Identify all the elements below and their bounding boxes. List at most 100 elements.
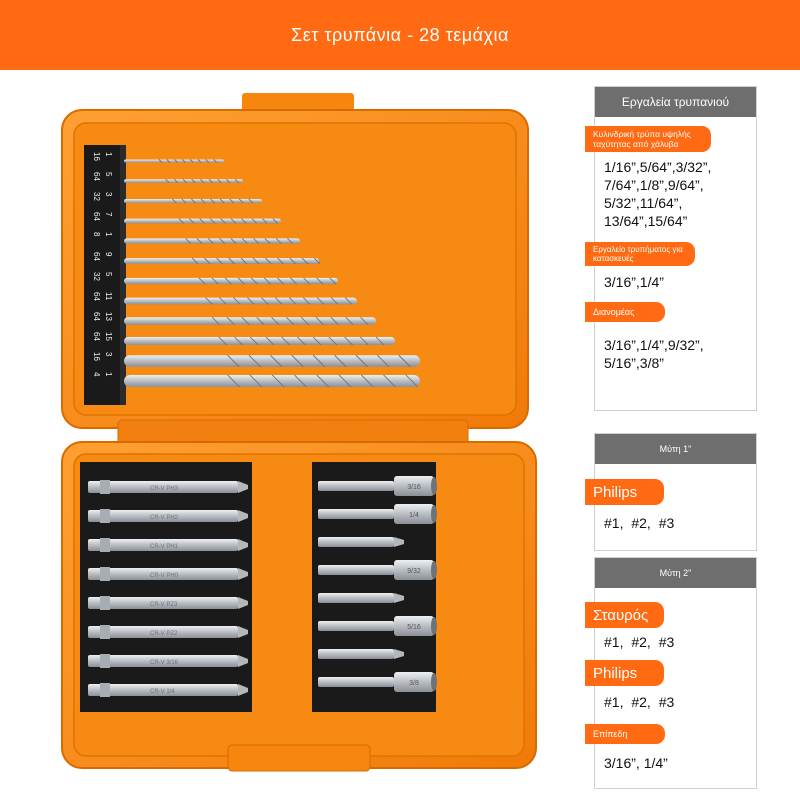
masonry-drill-sizes: 3/16”,1/4” bbox=[604, 274, 664, 290]
drill-size-label: 764 bbox=[92, 212, 113, 221]
drill-flutes bbox=[218, 336, 385, 346]
bit-marking: CR-V PH3 bbox=[150, 486, 179, 492]
drill-flutes bbox=[198, 277, 337, 285]
svg-text:1: 1 bbox=[104, 232, 113, 237]
svg-text:5: 5 bbox=[104, 172, 113, 177]
bit-2in-flat-sizes: 3/16”, 1/4” bbox=[604, 755, 668, 771]
drill-flutes bbox=[227, 374, 419, 388]
bit-marking: CR-V PZ3 bbox=[150, 602, 178, 608]
bit-marking: CR-V PH0 bbox=[150, 573, 179, 579]
screwdriver-bit: CR-V PZ2 bbox=[88, 625, 248, 639]
bit-2in-header: Μύτη 2" bbox=[595, 558, 756, 588]
drill-size-label: 18 bbox=[92, 232, 113, 237]
bit-1in-philips-sizes: #1, #2, #3 bbox=[604, 515, 675, 531]
svg-text:64: 64 bbox=[92, 332, 101, 341]
drill-bit bbox=[124, 159, 224, 163]
svg-text:16: 16 bbox=[92, 152, 101, 161]
svg-text:64: 64 bbox=[92, 172, 101, 181]
bit-2in-philips-label: Philips bbox=[585, 660, 664, 686]
bit-marking: CR-V 3/16 bbox=[150, 660, 179, 666]
bit-2in-flat-label: Επίπεδη bbox=[585, 724, 665, 744]
drill-bit bbox=[124, 355, 420, 367]
bit-marking: CR-V PZ2 bbox=[150, 631, 178, 637]
drill-flutes bbox=[191, 257, 321, 265]
drill-bit bbox=[124, 317, 376, 325]
nut-driver-size: 3/16 bbox=[407, 484, 421, 491]
drill-bit bbox=[124, 337, 395, 345]
nut-driver: 1/4 bbox=[318, 504, 437, 524]
svg-text:3: 3 bbox=[104, 352, 113, 357]
svg-text:32: 32 bbox=[92, 192, 101, 201]
svg-text:1: 1 bbox=[104, 372, 113, 377]
screwdriver-bit: CR-V PH0 bbox=[88, 567, 248, 581]
svg-text:32: 32 bbox=[92, 272, 101, 281]
nut-driver-size: 1/4 bbox=[409, 512, 419, 519]
drill-bit bbox=[124, 277, 338, 285]
screwdriver-bit: CR-V PH1 bbox=[88, 538, 248, 552]
nut-driver-size: 3/8 bbox=[409, 680, 419, 687]
drill-flutes bbox=[205, 297, 353, 305]
bit-marking: CR-V PH1 bbox=[150, 544, 179, 550]
svg-text:16: 16 bbox=[92, 352, 101, 361]
svg-text:13: 13 bbox=[104, 312, 113, 321]
screwdriver-bit bbox=[318, 593, 404, 603]
drill-flutes bbox=[178, 218, 278, 224]
bit-rack-right bbox=[312, 462, 436, 712]
svg-text:8: 8 bbox=[92, 232, 101, 237]
screwdriver-bit bbox=[318, 537, 404, 547]
drill-bit bbox=[124, 374, 420, 388]
bit-2in-cross-sizes: #1, #2, #3 bbox=[604, 634, 675, 650]
svg-text:64: 64 bbox=[92, 312, 101, 321]
drill-flutes bbox=[171, 198, 254, 204]
bit-2in-philips-sizes: #1, #2, #3 bbox=[604, 694, 675, 710]
drill-size-label: 964 bbox=[92, 252, 113, 261]
drill-size-label: 14 bbox=[92, 372, 113, 377]
distributor-label: Διανομέας bbox=[585, 302, 665, 322]
page-title: Σετ τρυπάνια - 28 τεμάχια bbox=[291, 24, 509, 45]
nut-driver: 3/16 bbox=[318, 476, 437, 496]
bit-rack-left bbox=[80, 462, 252, 712]
bit-marking: CR-V PH2 bbox=[150, 515, 179, 521]
drill-size-label: 316 bbox=[92, 352, 113, 361]
drill-size-label: 116 bbox=[92, 152, 113, 161]
distributor-sizes: 3/16”,1/4”,9/32”, 5/16”,3/8” bbox=[604, 337, 704, 371]
screwdriver-bit: CR-V PZ3 bbox=[88, 596, 248, 610]
bit-1in-philips-label: Philips bbox=[585, 479, 664, 505]
nut-driver-size: 5/16 bbox=[407, 624, 421, 631]
svg-text:4: 4 bbox=[92, 372, 101, 377]
drill-flutes bbox=[227, 354, 411, 368]
nut-driver: 9/32 bbox=[318, 560, 437, 580]
drill-flutes bbox=[158, 159, 217, 163]
bit-1in-header: Μύτη 1" bbox=[595, 434, 756, 464]
screwdriver-bit: CR-V PH3 bbox=[88, 480, 248, 494]
svg-text:1: 1 bbox=[104, 152, 113, 157]
svg-text:11: 11 bbox=[104, 292, 113, 301]
drill-flutes bbox=[211, 316, 369, 326]
nut-driver: 3/8 bbox=[318, 672, 437, 692]
drill-rack bbox=[84, 145, 120, 405]
svg-text:7: 7 bbox=[104, 212, 113, 217]
drill-bit bbox=[124, 238, 300, 244]
svg-text:64: 64 bbox=[92, 292, 101, 301]
hss-drill-sizes: 1/16”,5/64”,3/32”, 7/64”,1/8”,9/64”, 5/3… bbox=[604, 159, 712, 229]
svg-text:15: 15 bbox=[104, 332, 113, 341]
drill-bit bbox=[124, 179, 243, 183]
svg-text:64: 64 bbox=[92, 212, 101, 221]
svg-text:64: 64 bbox=[92, 252, 101, 261]
hss-drill-label: Κυλινδρική τρύπα υψηλής ταχύτητας από χά… bbox=[585, 126, 711, 152]
masonry-drill-label: Εργαλείο τρυπήματος για κατασκευές bbox=[585, 242, 695, 266]
drill-size-label: 564 bbox=[92, 172, 113, 181]
drill-tools-header: Εργαλεία τρυπανιού bbox=[595, 87, 756, 117]
svg-text:5: 5 bbox=[104, 272, 113, 277]
screwdriver-bit: CR-V 3/16 bbox=[88, 654, 248, 668]
nut-driver-size: 9/32 bbox=[407, 568, 421, 575]
bit-marking: CR-V 1/4 bbox=[150, 689, 175, 695]
drill-size-label: 332 bbox=[92, 192, 113, 201]
drill-bit bbox=[124, 297, 357, 305]
drill-flutes bbox=[185, 238, 293, 244]
screwdriver-bit: CR-V 1/4 bbox=[88, 683, 248, 697]
